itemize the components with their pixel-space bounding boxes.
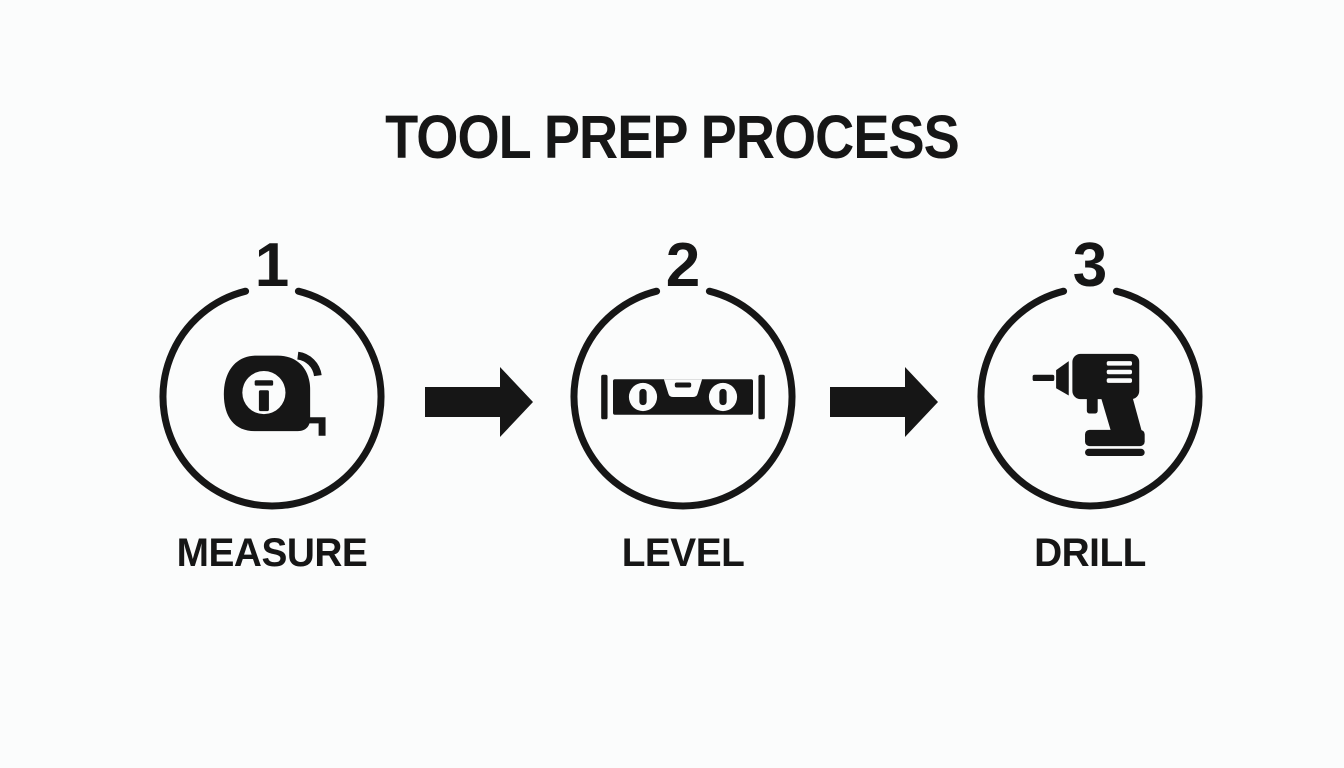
step-2-number: 2 [665, 231, 701, 300]
arrow-right-icon [830, 367, 938, 437]
step-1-number: 1 [254, 231, 290, 300]
step-1-circle [159, 287, 385, 510]
spirit-level-icon [601, 374, 765, 420]
step-2-label: LEVEL [621, 531, 745, 575]
step-3-label: DRILL [1034, 531, 1146, 575]
arrow-right-icon [425, 367, 533, 437]
drill-icon [1032, 353, 1145, 457]
page-title: TOOL PREP PROCESS [385, 103, 960, 173]
step-3-number: 3 [1072, 231, 1108, 300]
step-3-circle [977, 287, 1203, 510]
step-2-circle [570, 287, 796, 510]
step-1-label: MEASURE [176, 531, 368, 575]
tape-measure-icon [223, 351, 326, 436]
